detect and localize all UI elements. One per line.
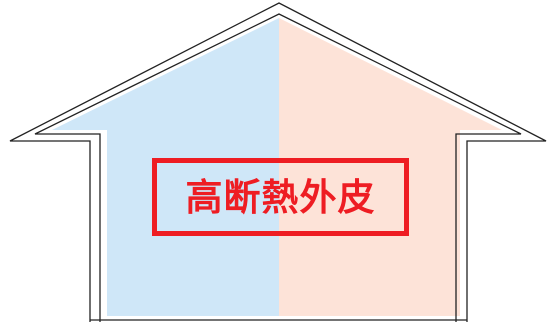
house-outer-outline <box>9 2 547 322</box>
warm-side-fill <box>279 18 502 316</box>
insulation-label-box: 高断熱外皮 <box>152 158 409 236</box>
house-inner-outline <box>34 13 522 322</box>
cool-side-fill <box>52 18 279 316</box>
insulation-label: 高断熱外皮 <box>185 175 376 219</box>
